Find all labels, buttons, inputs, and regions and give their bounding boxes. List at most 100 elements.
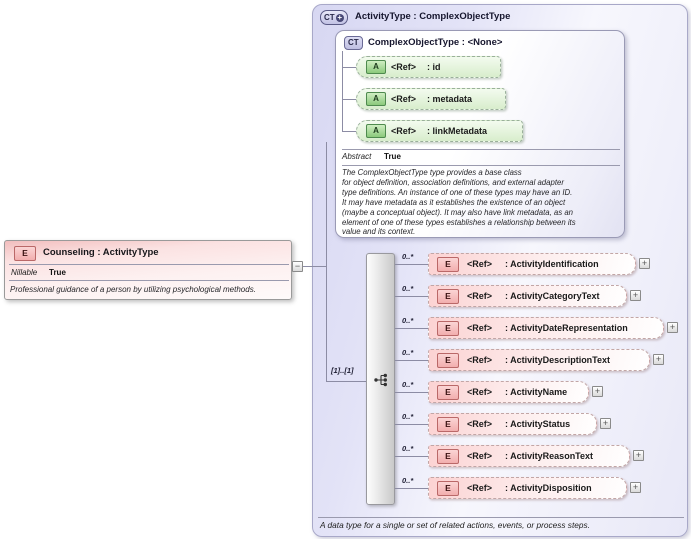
element-ref: <Ref>: [467, 419, 493, 429]
nillable-label: Nillable: [11, 268, 38, 277]
connector-line: [342, 131, 356, 132]
element-ref-node-activitydescriptiontext[interactable]: E <Ref> : ActivityDescriptionText: [428, 349, 650, 371]
divider: [342, 149, 620, 150]
base-type-title: ComplexObjectType : <None>: [368, 37, 503, 48]
element-ref-node-activityreasontext[interactable]: E <Ref> : ActivityReasonText: [428, 445, 630, 467]
connector-line: [342, 99, 356, 100]
plus-icon: +: [655, 354, 662, 364]
connector-line: [395, 360, 428, 361]
element-cardinality: 0..*: [402, 444, 414, 453]
plus-icon: +: [632, 482, 639, 492]
element-name: : ActivityDescriptionText: [505, 355, 611, 365]
element-description: Professional guidance of a person by uti…: [10, 285, 256, 294]
attribute-ref: <Ref>: [391, 126, 417, 136]
element-ref-node-activitycategorytext[interactable]: E <Ref> : ActivityCategoryText: [428, 285, 627, 307]
sequence-cardinality: [1]..[1]: [331, 366, 354, 375]
element-badge: E: [437, 320, 459, 336]
element-cardinality: 0..*: [402, 476, 414, 485]
attribute-ref: <Ref>: [391, 94, 417, 104]
plus-icon: +: [602, 418, 609, 428]
connector-line: [395, 328, 428, 329]
expand-toggle[interactable]: +: [600, 418, 611, 429]
expand-toggle[interactable]: +: [633, 450, 644, 461]
attribute-node-id[interactable]: A <Ref> : id: [356, 56, 501, 78]
element-title: Counseling : ActivityType: [43, 247, 159, 258]
element-name: : ActivityReasonText: [505, 451, 594, 461]
attribute-name: : id: [427, 62, 441, 72]
attribute-badge: A: [366, 60, 386, 74]
sequence-icon: [374, 373, 387, 387]
element-badge: E: [437, 480, 459, 496]
element-name: : ActivityCategoryText: [505, 291, 600, 301]
element-name: : ActivityDisposition: [505, 483, 592, 493]
element-ref-node-activitydisposition[interactable]: E <Ref> : ActivityDisposition: [428, 477, 627, 499]
attribute-badge: A: [366, 92, 386, 106]
base-type-box-complexobjecttype[interactable]: CT ComplexObjectType : <None> A <Ref> : …: [335, 30, 625, 238]
divider: [9, 280, 289, 281]
element-name: : ActivityIdentification: [505, 259, 599, 269]
element-ref: <Ref>: [467, 483, 493, 493]
element-ref-node-activitystatus[interactable]: E <Ref> : ActivityStatus: [428, 413, 597, 435]
connector-line: [303, 266, 326, 267]
connector-line: [326, 142, 327, 381]
expand-toggle[interactable]: +: [639, 258, 650, 269]
element-cardinality: 0..*: [402, 316, 414, 325]
expand-toggle[interactable]: +: [592, 386, 603, 397]
plus-icon: +: [594, 386, 601, 396]
attribute-name: : metadata: [427, 94, 473, 104]
connector-line: [395, 296, 428, 297]
element-ref-node-activitydaterepresentation[interactable]: E <Ref> : ActivityDateRepresentation: [428, 317, 664, 339]
expand-toggle[interactable]: +: [630, 482, 641, 493]
connector-line: [342, 67, 356, 68]
plus-icon: +: [632, 290, 639, 300]
minus-icon: −: [294, 261, 301, 271]
element-badge: E: [437, 256, 459, 272]
plus-icon: +: [635, 450, 642, 460]
expand-toggle[interactable]: +: [653, 354, 664, 365]
attribute-node-linkmetadata[interactable]: A <Ref> : linkMetadata: [356, 120, 523, 142]
element-cardinality: 0..*: [402, 252, 414, 261]
connector-line: [395, 488, 428, 489]
divider: [9, 264, 289, 265]
element-cardinality: 0..*: [402, 412, 414, 421]
connector-line: [395, 392, 428, 393]
complex-type-badge-label: CT: [324, 13, 335, 22]
divider: [342, 165, 620, 166]
collapse-toggle[interactable]: −: [292, 261, 303, 272]
connector-line: [342, 51, 343, 131]
attribute-badge: A: [366, 124, 386, 138]
element-ref-node-activityidentification[interactable]: E <Ref> : ActivityIdentification: [428, 253, 636, 275]
attribute-ref: <Ref>: [391, 62, 417, 72]
base-type-description: The ComplexObjectType type provides a ba…: [342, 168, 576, 237]
expand-toggle[interactable]: +: [667, 322, 678, 333]
connector-line: [395, 264, 428, 265]
element-ref: <Ref>: [467, 259, 493, 269]
element-ref-node-activityname[interactable]: E <Ref> : ActivityName: [428, 381, 589, 403]
base-type-badge: CT: [344, 36, 363, 50]
element-name: : ActivityName: [505, 387, 568, 397]
element-cardinality: 0..*: [402, 348, 414, 357]
abstract-label: Abstract: [342, 152, 372, 161]
expand-toggle[interactable]: +: [630, 290, 641, 301]
sequence-bar: [366, 253, 395, 505]
plus-circle-icon: +: [335, 12, 344, 22]
complex-type-description: A data type for a single or set of relat…: [320, 520, 590, 530]
element-node-counseling[interactable]: E Counseling : ActivityType Nillable Tru…: [4, 240, 292, 300]
connector-line: [395, 424, 428, 425]
element-cardinality: 0..*: [402, 284, 414, 293]
complex-type-title: ActivityType : ComplexObjectType: [355, 11, 511, 22]
element-ref: <Ref>: [467, 451, 493, 461]
element-ref: <Ref>: [467, 355, 493, 365]
element-ref: <Ref>: [467, 323, 493, 333]
nillable-value: True: [49, 268, 66, 277]
element-name: : ActivityDateRepresentation: [505, 323, 628, 333]
abstract-value: True: [384, 152, 401, 161]
element-badge: E: [437, 416, 459, 432]
element-badge: E: [437, 288, 459, 304]
attribute-node-metadata[interactable]: A <Ref> : metadata: [356, 88, 506, 110]
footer-divider: [318, 517, 684, 518]
element-ref: <Ref>: [467, 387, 493, 397]
element-cardinality: 0..*: [402, 380, 414, 389]
plus-icon: +: [641, 258, 648, 268]
